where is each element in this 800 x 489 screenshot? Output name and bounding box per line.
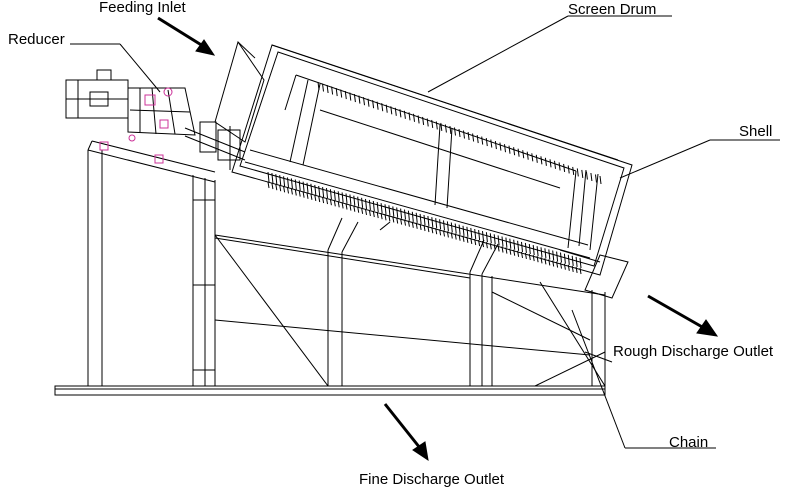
feeding-chute (214, 40, 265, 143)
rough-outlet-spout (559, 249, 629, 299)
screen-drum-label: Screen Drum (568, 1, 657, 18)
reducer-label: Reducer (8, 31, 65, 48)
feeding-inlet-label: Feeding Inlet (99, 0, 186, 16)
motor (65, 69, 129, 119)
rough-discharge-outlet-label: Rough Discharge Outlet (613, 343, 774, 360)
shell-label: Shell (739, 123, 773, 140)
leader-lines (70, 15, 780, 449)
drum-shell (231, 44, 633, 276)
left-frame (87, 140, 216, 386)
arrows (157, 16, 719, 462)
chain (267, 171, 582, 275)
base-rail (54, 385, 606, 396)
chain-label: Chain (669, 434, 709, 451)
fine-discharge-outlet-label: Fine Discharge Outlet (359, 471, 505, 488)
drum-mesh (317, 81, 602, 185)
lower-housing (214, 217, 606, 387)
reducer-gearbox (127, 87, 246, 170)
